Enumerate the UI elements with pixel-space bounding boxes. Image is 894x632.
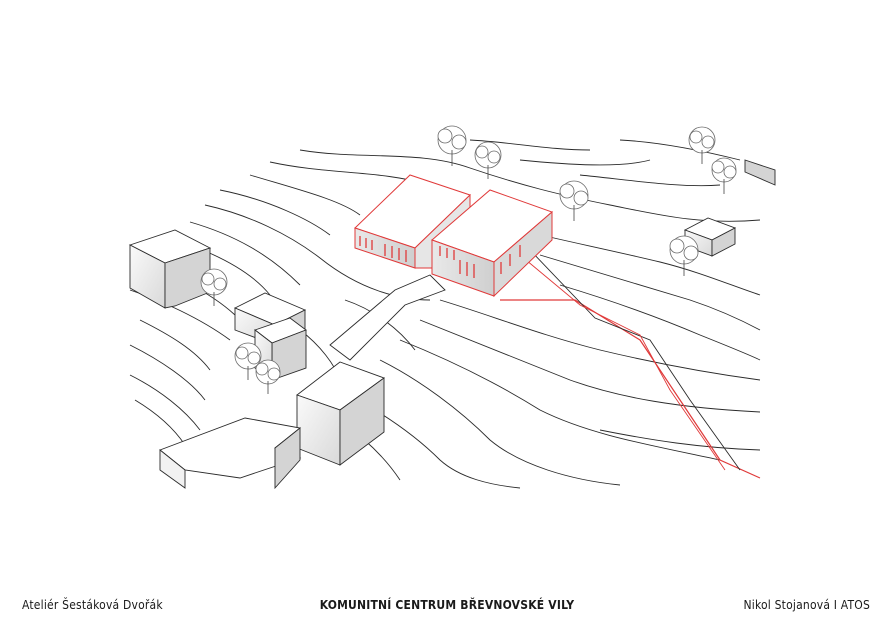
community-center-building	[354, 174, 553, 298]
tree-icon	[234, 342, 262, 380]
tree-icon	[255, 359, 281, 394]
tree-icon	[200, 268, 228, 306]
neighbour-buildings	[128, 159, 776, 490]
access-path	[329, 274, 446, 361]
project-title: KOMUNITNÍ CENTRUM BŘEVNOVSKÉ VILY	[319, 598, 575, 612]
tree-icon	[437, 125, 467, 166]
tree-icon	[669, 235, 699, 276]
trees	[200, 125, 737, 394]
footer: Ateliér Šestáková Dvořák KOMUNITNÍ CENTR…	[0, 598, 894, 618]
ramp-outline	[500, 249, 761, 479]
tree-icon	[474, 141, 502, 179]
contour-lines	[129, 139, 761, 489]
tree-icon	[688, 126, 716, 164]
author-name: Nikol Stojanová I ATOS	[743, 598, 870, 612]
site-axonometric-drawing	[128, 125, 776, 490]
studio-name: Ateliér Šestáková Dvořák	[22, 598, 163, 612]
tree-icon	[559, 180, 589, 221]
tree-icon	[711, 157, 737, 194]
